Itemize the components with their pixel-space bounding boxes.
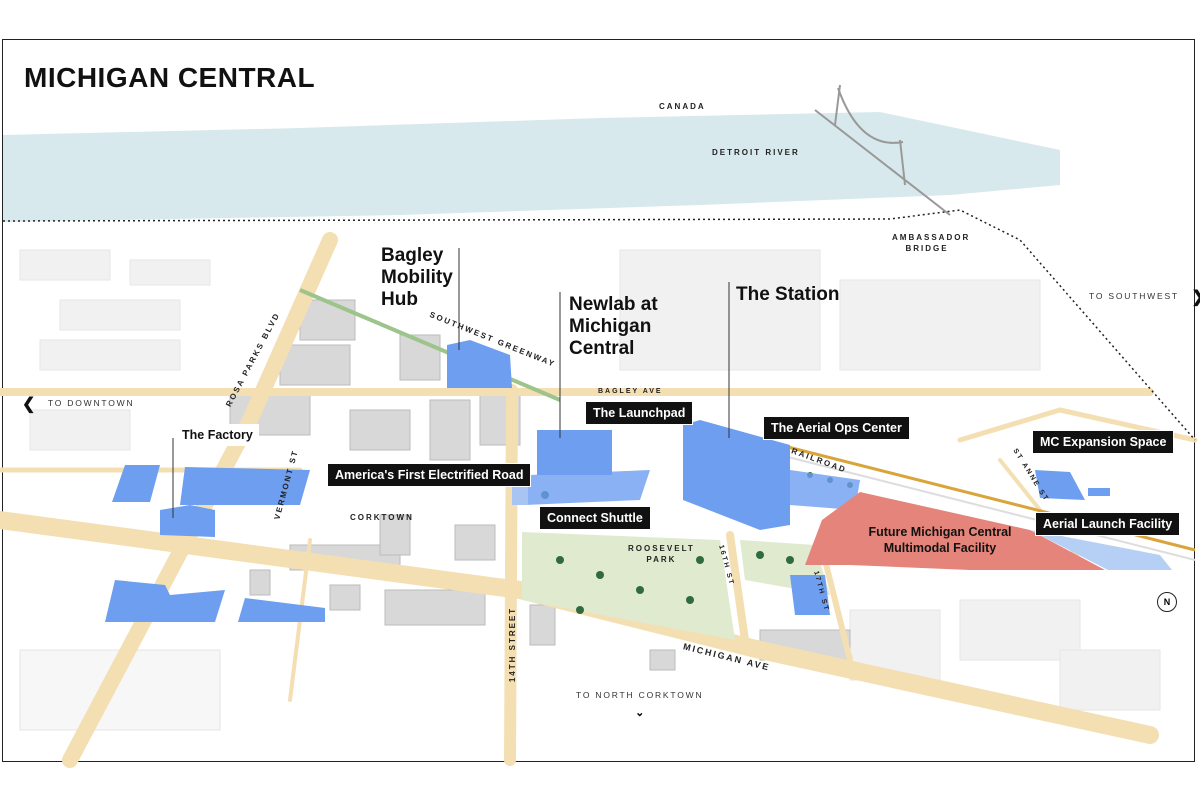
label-detroit-river: DETROIT RIVER	[712, 148, 800, 157]
label-ambassador-bridge: AMBASSADOR BRIDGE	[892, 233, 971, 253]
label-aerial-launch-facility[interactable]: Aerial Launch Facility	[1035, 512, 1181, 536]
to-downtown-link[interactable]: ❮ TO DOWNTOWN	[22, 394, 134, 414]
to-downtown-label: TO DOWNTOWN	[47, 398, 135, 408]
label-the-launchpad[interactable]: The Launchpad	[585, 401, 694, 425]
label-aerial-ops-center[interactable]: The Aerial Ops Center	[763, 416, 910, 440]
label-bagley-mobility-hub[interactable]: Bagley Mobility Hub	[381, 245, 453, 310]
to-north-corktown-link[interactable]: TO NORTH CORKTOWN ⌄	[576, 690, 703, 719]
chevron-down-icon: ⌄	[635, 707, 645, 719]
city-blocks	[19, 249, 1161, 731]
label-connect-shuttle[interactable]: Connect Shuttle	[539, 506, 651, 530]
site-polygons	[105, 340, 1110, 622]
chevron-right-icon: ❯	[1191, 289, 1200, 306]
multimodal-line-1: Future Michigan Central	[868, 525, 1012, 539]
page-title: MICHIGAN CENTRAL	[24, 62, 316, 93]
roosevelt-line-2: PARK	[646, 555, 677, 564]
label-newlab[interactable]: Newlab at Michigan Central	[569, 294, 658, 359]
boundary-line	[2, 209, 1196, 441]
label-corktown: CORKTOWN	[350, 513, 414, 522]
ambassador-bridge	[814, 84, 951, 216]
chevron-left-icon: ❮	[22, 396, 36, 413]
street-bagley-ave: BAGLEY AVE	[598, 388, 663, 395]
label-mc-expansion-space[interactable]: MC Expansion Space	[1032, 430, 1175, 454]
to-southwest-link[interactable]: TO SOUTHWEST ❯	[1089, 287, 1200, 307]
label-multimodal-facility[interactable]: Future Michigan Central Multimodal Facil…	[860, 524, 1020, 556]
southwest-greenway	[299, 288, 561, 402]
compass-north-icon: N	[1157, 592, 1177, 612]
roosevelt-park	[522, 532, 735, 640]
roosevelt-line-1: ROOSEVELT	[628, 544, 695, 553]
to-north-corktown-label: TO NORTH CORKTOWN	[576, 690, 704, 700]
detroit-river	[3, 112, 1060, 222]
label-the-factory[interactable]: The Factory	[176, 424, 259, 446]
label-canada: CANADA	[659, 102, 706, 111]
label-the-station[interactable]: The Station	[736, 284, 840, 305]
to-southwest-label: TO SOUTHWEST	[1089, 291, 1179, 301]
future-multimodal-facility	[805, 492, 1105, 570]
multimodal-line-2: Multimodal Facility	[883, 541, 997, 555]
aerial-launch-site	[1030, 530, 1172, 570]
leader-lines	[172, 248, 730, 518]
street-14th: 14TH STREET	[508, 606, 518, 683]
label-electrified-road[interactable]: America's First Electrified Road	[327, 463, 532, 487]
label-roosevelt-park: ROOSEVELT PARK	[628, 543, 695, 565]
